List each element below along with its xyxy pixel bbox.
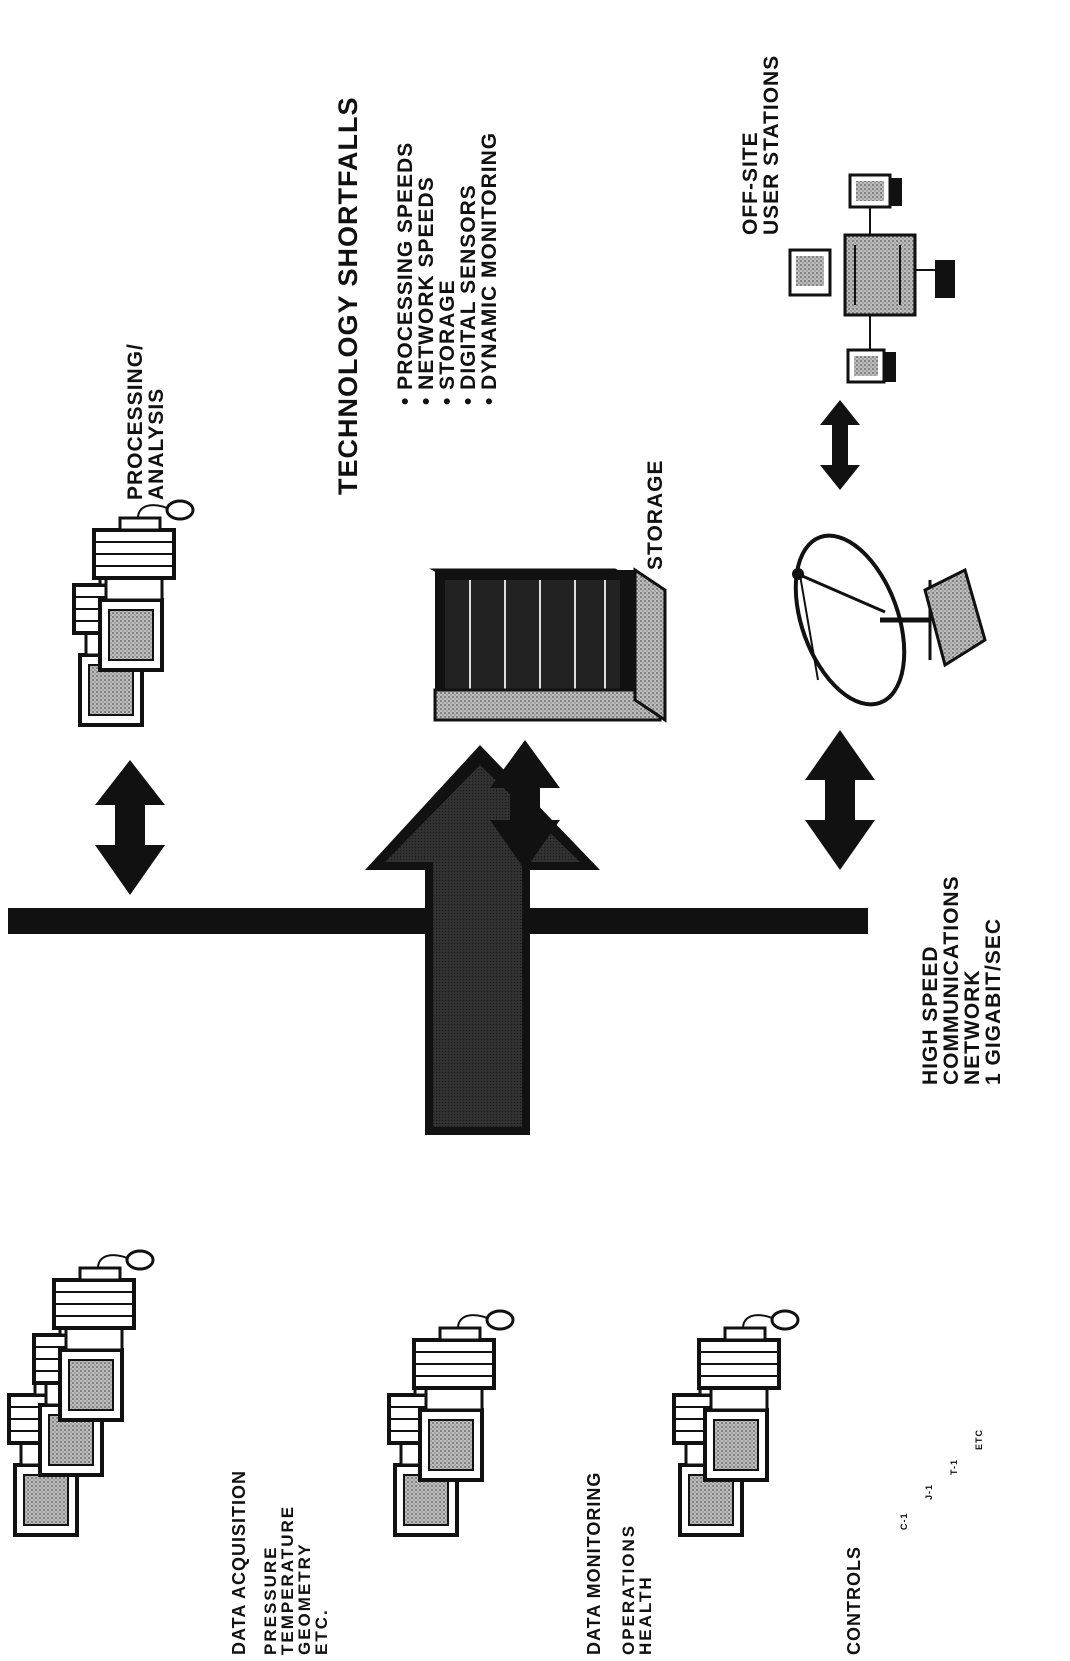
large-up-arrow-icon [365, 745, 600, 1135]
shortfall-item: • DIGITAL SENSORS [457, 184, 480, 405]
shortfall-item: • STORAGE [436, 279, 459, 405]
technology-shortfalls-title: TECHNOLOGY SHORTFALLS [333, 96, 363, 495]
shortfall-item: • NETWORK SPEEDS [415, 176, 438, 405]
data-monitoring-title: DATA MONITORING [584, 1471, 604, 1655]
data-monitoring-details: OPERATIONS HEALTH [619, 1523, 655, 1655]
shortfall-item: • DYNAMIC MONITORING [478, 131, 501, 405]
offsite-network-icon [788, 173, 955, 384]
double-arrow-processing-icon [95, 760, 165, 895]
processing-workstation-icon [72, 499, 195, 727]
controls-workstation-icon [672, 1309, 800, 1537]
controls-title: CONTROLS [844, 1546, 864, 1655]
storage-label: STORAGE [644, 459, 667, 570]
technology-shortfalls-list: • PROCESSING SPEEDS • NETWORK SPEEDS • S… [394, 131, 501, 405]
data-monitoring-workstation-icon [387, 1309, 515, 1537]
double-arrow-network-icon [805, 730, 875, 870]
data-acquisition-workstations-icon [7, 1249, 155, 1537]
data-acquisition-title: DATA ACQUISITION [229, 1470, 249, 1655]
satellite-dish-icon [792, 533, 987, 707]
double-arrow-offsite-icon [820, 400, 860, 490]
control-code: ETC [974, 1429, 984, 1450]
offsite-user-stations-label: OFF-SITE USER STATIONS [739, 54, 783, 235]
storage-unit-icon [429, 567, 667, 723]
network-label: HIGH SPEED COMMUNICATIONS NETWORK 1 GIGA… [919, 875, 1005, 1085]
control-code: T-1 [949, 1458, 959, 1475]
shortfall-item: • PROCESSING SPEEDS [394, 141, 417, 405]
data-acquisition-details: PRESSURE TEMPERATURE GEOMETRY ETC. [261, 1504, 331, 1655]
double-arrow-storage-icon [490, 740, 560, 870]
control-code: J-1 [924, 1483, 934, 1500]
processing-analysis-label: PROCESSING/ ANALYSIS [124, 343, 168, 500]
control-code: C-1 [899, 1512, 909, 1530]
